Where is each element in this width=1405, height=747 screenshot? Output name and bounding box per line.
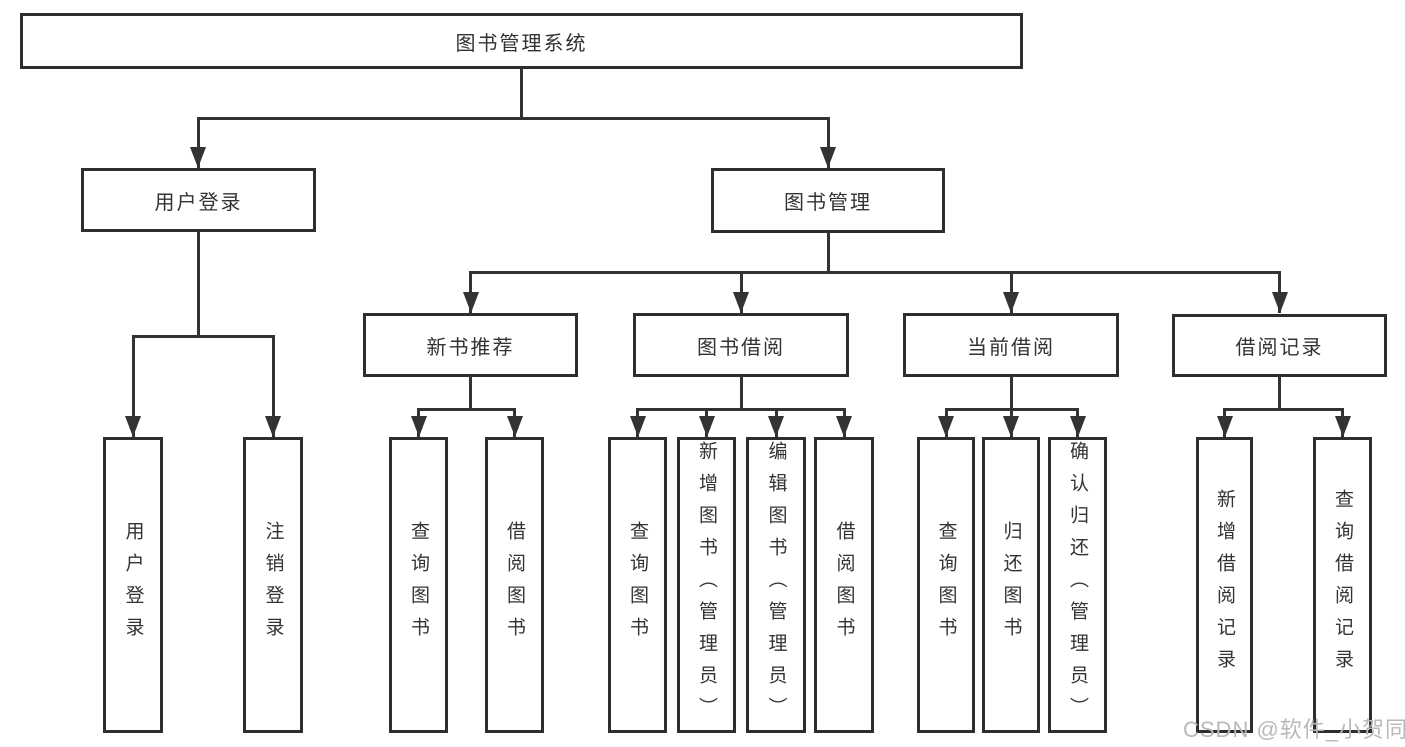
arrow-to-cb-query-books xyxy=(944,408,948,437)
node-leaf-nbr-borrow-books: 借阅图书 xyxy=(485,437,544,733)
connector-book-borrow-stem xyxy=(739,377,743,408)
arrow-to-nbr-borrow-books xyxy=(513,408,516,437)
arrow-to-current-borrow xyxy=(1009,271,1013,313)
arrow-to-bb-edit-books xyxy=(774,408,778,437)
arrow-to-new-book-recommend xyxy=(469,271,472,313)
arrow-to-bb-borrow-books xyxy=(842,408,846,437)
arrow-to-leaf-logout xyxy=(271,335,275,437)
connector-current-borrow-stem xyxy=(1009,377,1013,408)
connector-book-borrow-bar xyxy=(636,408,845,411)
node-leaf-br-add-record: 新增借阅记录 xyxy=(1196,437,1253,733)
node-borrow-records: 借阅记录 xyxy=(1172,314,1387,377)
connector-root-bar xyxy=(196,117,830,120)
arrow-to-br-add-record xyxy=(1223,408,1226,437)
connector-borrow-records-stem xyxy=(1278,377,1281,408)
connector-book-management-bar xyxy=(469,271,1281,274)
node-leaf-logout: 注销登录 xyxy=(243,437,303,733)
connector-user-login-stem xyxy=(196,232,200,335)
connector-new-book-recommend-stem xyxy=(469,377,472,408)
node-leaf-bb-add-books: 新增图书（管理员） xyxy=(677,437,736,733)
node-current-borrow: 当前借阅 xyxy=(903,313,1119,377)
node-library-management-system: 图书管理系统 xyxy=(20,13,1023,69)
node-leaf-nbr-query-books: 查询图书 xyxy=(389,437,448,733)
connector-new-book-recommend-bar xyxy=(417,408,516,411)
arrow-to-bb-add-books xyxy=(705,408,708,437)
node-leaf-bb-query-books: 查询图书 xyxy=(608,437,667,733)
arrow-to-book-management xyxy=(826,117,830,168)
node-leaf-bb-edit-books: 编辑图书（管理员） xyxy=(746,437,806,733)
arrow-to-borrow-records xyxy=(1278,271,1281,313)
node-leaf-user-login: 用户登录 xyxy=(103,437,163,733)
node-leaf-cb-query-books: 查询图书 xyxy=(917,437,975,733)
arrow-to-nbr-query-books xyxy=(417,408,420,437)
connector-book-management-stem xyxy=(826,233,830,271)
arrow-to-cb-return-books xyxy=(1009,408,1013,437)
csdn-watermark: CSDN @软件_小贺同学 xyxy=(1183,717,1405,742)
node-leaf-cb-confirm-return: 确认归还（管理员） xyxy=(1048,437,1107,733)
node-user-login: 用户登录 xyxy=(81,168,316,232)
node-book-management: 图书管理 xyxy=(711,168,945,233)
node-new-book-recommend: 新书推荐 xyxy=(363,313,578,377)
arrow-to-user-login xyxy=(196,117,200,168)
arrow-to-br-query-record xyxy=(1341,408,1344,437)
arrow-to-bb-query-books xyxy=(636,408,639,437)
node-book-borrow: 图书借阅 xyxy=(633,313,849,377)
node-leaf-bb-borrow-books: 借阅图书 xyxy=(814,437,874,733)
node-leaf-cb-return-books: 归还图书 xyxy=(982,437,1040,733)
node-leaf-br-query-record: 查询借阅记录 xyxy=(1313,437,1372,733)
connector-borrow-records-bar xyxy=(1223,408,1344,411)
arrow-to-cb-confirm-return xyxy=(1076,408,1079,437)
arrow-to-book-borrow xyxy=(739,271,743,313)
connector-root-stem xyxy=(520,69,523,117)
arrow-to-leaf-user-login xyxy=(131,335,135,437)
connector-user-login-bar xyxy=(131,335,275,338)
